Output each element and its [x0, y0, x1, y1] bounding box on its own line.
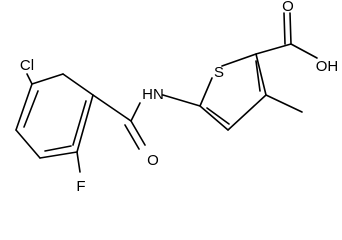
- bond: [15, 129, 41, 159]
- bond: [255, 53, 267, 96]
- bond: [31, 73, 64, 85]
- bond: [206, 107, 230, 125]
- bond: [124, 124, 140, 150]
- bond: [265, 94, 303, 113]
- bond: [289, 12, 292, 45]
- bond: [26, 73, 33, 85]
- bond: [130, 102, 141, 122]
- bond: [283, 12, 286, 45]
- hydroxyl-label: OH: [316, 58, 339, 75]
- bond: [72, 100, 87, 146]
- bond: [76, 94, 94, 153]
- bond: [227, 94, 267, 131]
- bond: [39, 151, 78, 159]
- bond: [255, 60, 261, 92]
- bond: [92, 94, 132, 122]
- thiophene-ring: [199, 53, 267, 131]
- bond: [15, 83, 33, 131]
- bond: [255, 43, 292, 55]
- bond: [130, 120, 146, 146]
- bond: [44, 145, 72, 152]
- bond: [221, 53, 257, 67]
- bond: [162, 94, 201, 107]
- amine-label: HN: [142, 86, 164, 103]
- sulfur-label: S: [214, 64, 224, 81]
- chlorine-label: Cl: [20, 57, 34, 74]
- bond: [76, 151, 81, 173]
- fluorine-label: F: [76, 178, 85, 195]
- amide-oxygen-label: O: [147, 152, 159, 169]
- bond: [62, 73, 94, 96]
- bond: [199, 105, 229, 131]
- bond: [199, 77, 213, 107]
- benzene-ring: [15, 73, 94, 159]
- acid-oxygen-label: O: [282, 0, 294, 15]
- molecule-diagram: Cl F HN S O O OH: [15, 0, 339, 195]
- structure-canvas: Cl F HN S O O OH: [15, 0, 339, 195]
- bond: [23, 90, 39, 128]
- bond: [290, 43, 318, 59]
